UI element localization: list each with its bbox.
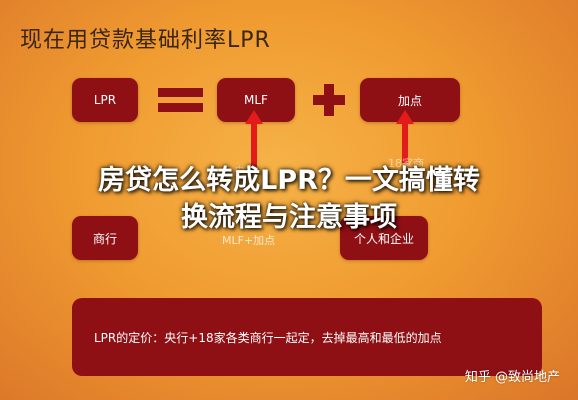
spread-source-label: 18家商 xyxy=(388,157,424,170)
individuals-enterprises-label: 个人和企业 xyxy=(353,231,414,246)
lpr-box-label: LPR xyxy=(93,93,117,107)
commercial-bank-box: 商行 xyxy=(72,216,138,260)
commercial-bank-label: 商行 xyxy=(92,231,117,246)
mlf-box-label: MLF xyxy=(244,93,268,107)
lpr-definition-box: LPR的定价：央行+18家各类商行一起定，去掉最高和最低的加点 xyxy=(72,298,542,376)
mlf-source-label: 央行 xyxy=(234,165,256,178)
zhihu-watermark: 知乎 @致尚地产 xyxy=(464,370,560,385)
slide-title: 现在用贷款基础利率LPR xyxy=(20,28,271,53)
mlf-plus-spread-label: MLF+加点 xyxy=(222,234,276,247)
spread-box-label: 加点 xyxy=(397,93,422,108)
lpr-definition-text: LPR的定价：央行+18家各类商行一起定，去掉最高和最低的加点 xyxy=(94,330,442,345)
article-title-line-2: 换流程与注意事项 xyxy=(181,202,397,233)
article-title-line-1: 房贷怎么转成LPR？一文搞懂转 xyxy=(98,165,480,196)
individuals-enterprises-box: 个人和企业 xyxy=(340,216,428,260)
lpr-box: LPR xyxy=(72,78,138,122)
